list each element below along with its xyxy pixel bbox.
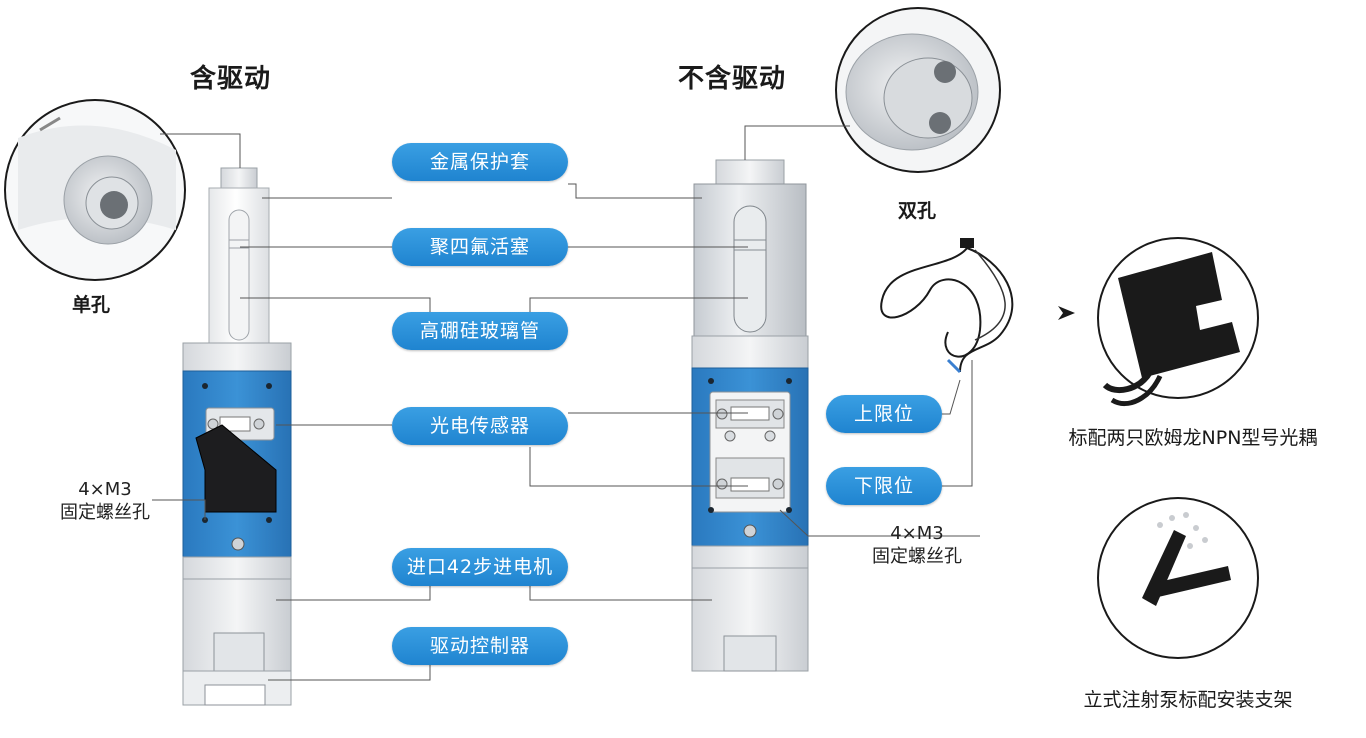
arrow-icon [1058, 306, 1075, 320]
heading-without-driver: 不含驱动 [678, 64, 787, 94]
leader-lines [152, 125, 980, 681]
footer-bracket: 立式注射泵标配安装支架 [1083, 689, 1293, 711]
label-lower-limit: 下限位 [826, 467, 942, 505]
screw-note-left: 4×M3 固定螺丝孔 [40, 478, 170, 524]
label-upper-limit: 上限位 [826, 395, 942, 433]
caption-double-hole: 双孔 [898, 200, 937, 222]
screw-note-right: 4×M3 固定螺丝孔 [852, 522, 982, 568]
left-pump-drawing [182, 167, 292, 706]
single-hole-magnifier [4, 99, 186, 281]
optocoupler-magnifier [1097, 237, 1259, 407]
bracket-magnifier [1097, 497, 1259, 659]
right-pump-drawing [691, 159, 809, 672]
label-metal-sleeve: 金属保护套 [392, 143, 568, 181]
label-borosilicate-tube: 高硼硅玻璃管 [392, 312, 568, 350]
screw-note-left-line2: 固定螺丝孔 [60, 502, 150, 523]
label-stepper-motor: 进口42步进电机 [392, 548, 568, 586]
label-ptfe-piston: 聚四氟活塞 [392, 228, 568, 266]
screw-note-right-line1: 4×M3 [890, 523, 944, 544]
optocoupler-cable-drawing [880, 238, 1014, 374]
double-hole-magnifier [835, 7, 1001, 173]
label-drive-controller: 驱动控制器 [392, 627, 568, 665]
label-photo-sensor: 光电传感器 [392, 407, 568, 445]
footer-optocoupler: 标配两只欧姆龙NPN型号光耦 [1068, 427, 1318, 449]
screw-note-right-line2: 固定螺丝孔 [872, 546, 962, 567]
caption-single-hole: 单孔 [72, 294, 111, 316]
screw-note-left-line1: 4×M3 [78, 479, 132, 500]
heading-with-driver: 含驱动 [190, 64, 272, 94]
